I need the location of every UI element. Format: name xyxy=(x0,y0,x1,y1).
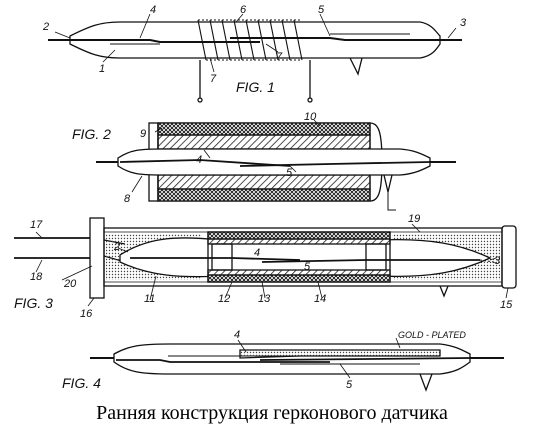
fig3-label-5: 5 xyxy=(304,261,311,273)
fig4-reed-right xyxy=(259,357,471,361)
label-14: 14 xyxy=(314,293,326,305)
figure-3 xyxy=(14,217,517,307)
label-12: 12 xyxy=(218,293,230,305)
label-6: 6 xyxy=(240,4,247,16)
figure-caption: Ранняя конструкция герконового датчика xyxy=(96,402,448,424)
figure-4-labels: 4 5 GOLD - PLATED FIG. 4 xyxy=(62,329,466,391)
fig4-reed-left xyxy=(116,359,330,363)
fig4-glass-envelope xyxy=(113,343,471,375)
fig3-label-3: 3 xyxy=(494,255,501,267)
inner-coil-winding-top xyxy=(207,231,391,240)
fig3-label-4: 4 xyxy=(254,247,260,259)
label-9: 9 xyxy=(140,128,146,140)
coil-winding-bottom xyxy=(157,188,371,202)
fig3-label-2: 2 xyxy=(113,241,120,253)
fig2-glass-envelope xyxy=(117,148,431,176)
figure-1 xyxy=(48,13,462,103)
reed-right xyxy=(230,37,440,41)
terminal-dot-left xyxy=(197,97,203,103)
gold-plated-contact xyxy=(239,349,441,359)
figure-3-labels: 17 18 20 2 FIG. 3 16 11 12 13 14 4 5 19 … xyxy=(14,213,513,320)
bobbin-bottom xyxy=(157,174,371,190)
label-2: 2 xyxy=(42,21,49,33)
fig2-reed-left xyxy=(119,159,291,167)
fig2-tip-lead xyxy=(387,192,396,211)
gold-plated-note: GOLD - PLATED xyxy=(398,330,466,340)
label-7-left: 7 xyxy=(210,73,217,85)
bobbin-top xyxy=(157,134,371,150)
fig2-reed-right xyxy=(239,161,431,167)
label-19: 19 xyxy=(408,213,420,225)
fig2-title: FIG. 2 xyxy=(72,126,111,142)
label-8: 8 xyxy=(124,193,131,205)
fig2-seal-tip xyxy=(383,174,393,193)
label-4: 4 xyxy=(150,4,156,16)
figure-2 xyxy=(96,119,456,211)
glass-envelope xyxy=(69,21,441,59)
seal-tip xyxy=(349,57,363,76)
label-11: 11 xyxy=(144,293,155,305)
fig4-label-4: 4 xyxy=(234,329,240,341)
label-18: 18 xyxy=(30,271,43,283)
fig4-label-5: 5 xyxy=(346,379,353,391)
label-20: 20 xyxy=(63,278,77,290)
label-1: 1 xyxy=(99,63,105,75)
label-16: 16 xyxy=(80,308,93,320)
fig4-title: FIG. 4 xyxy=(62,375,101,391)
label-13: 13 xyxy=(258,293,271,305)
reed-left xyxy=(70,39,260,43)
label-7-right: 7 xyxy=(276,51,283,63)
fig2-label-5: 5 xyxy=(286,167,293,179)
coil-winding-top xyxy=(157,122,371,136)
patent-drawing: 2 4 6 5 3 1 7 7 FIG. 1 FIG. 2 9 10 4 xyxy=(14,4,517,392)
flange-16 xyxy=(89,217,105,299)
inner-coil-winding-bottom xyxy=(207,274,391,283)
label-15: 15 xyxy=(500,299,513,311)
fig3-reed-right xyxy=(261,259,480,263)
fig2-label-4: 4 xyxy=(196,154,202,166)
label-3: 3 xyxy=(460,17,467,29)
fig3-title: FIG. 3 xyxy=(14,295,53,311)
spacer-left xyxy=(211,243,233,271)
end-cap-15 xyxy=(501,225,517,289)
fig4-seal-tip xyxy=(419,373,433,392)
terminal-dot-right xyxy=(307,97,313,103)
figure-2-labels: FIG. 2 9 10 4 5 8 xyxy=(72,111,317,205)
fig3-reed-left xyxy=(130,257,301,261)
label-10: 10 xyxy=(304,111,317,123)
inner-bobbin-top xyxy=(207,238,391,245)
coil-winding xyxy=(197,19,303,61)
figure-1-labels: 2 4 6 5 3 1 7 7 FIG. 1 xyxy=(42,4,467,95)
figure-4 xyxy=(90,337,504,392)
fig1-title: FIG. 1 xyxy=(236,79,275,95)
fig3-seal-tip xyxy=(439,285,449,298)
inner-bobbin-bottom xyxy=(207,269,391,276)
label-5: 5 xyxy=(318,4,325,16)
spacer-right xyxy=(365,243,387,271)
label-17: 17 xyxy=(30,219,43,231)
